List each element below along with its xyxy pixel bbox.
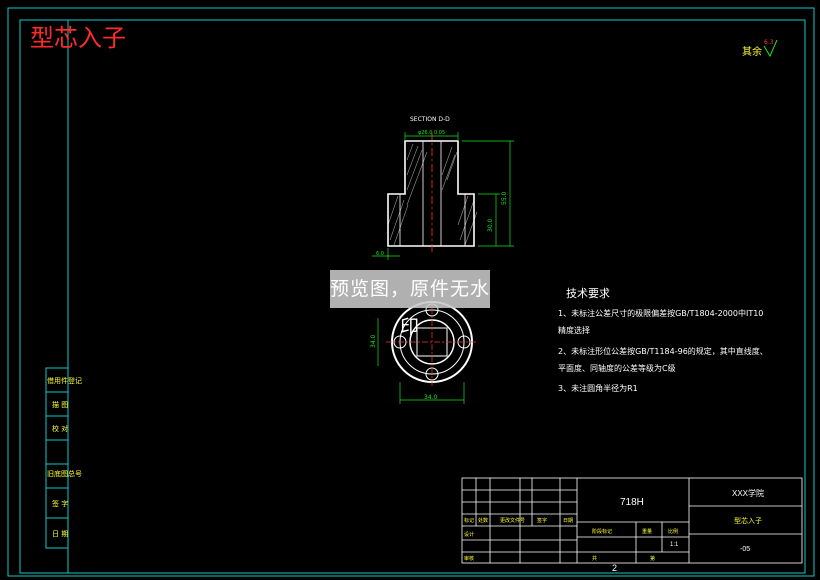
section-view — [387, 132, 478, 254]
tech-notes-heading: 技术要求 — [566, 287, 610, 300]
scale-value: 1:1 — [670, 542, 679, 548]
tb-label: 比例 — [668, 528, 678, 535]
sidebar-label: 旧底图总号 — [47, 469, 82, 478]
dim-overall-height: 55.0 — [501, 191, 508, 205]
tb-label: 日期 — [563, 518, 573, 524]
tb-label: 共 — [592, 555, 597, 562]
dim-plan-side: 34.0 — [370, 334, 377, 348]
dim-lower-height: 30.0 — [487, 218, 494, 232]
roughness-value: 6.3 — [764, 39, 774, 46]
roughness-symbol — [763, 39, 778, 58]
tech-note-line: 3、未注圆角半径为R1 — [558, 383, 638, 393]
tech-note-line: 精度选择 — [558, 325, 590, 335]
preview-watermark: 预览图，原件无水印 — [330, 270, 490, 338]
tb-label: 第 — [650, 555, 655, 562]
tb-label: 更改文件号 — [500, 517, 525, 524]
title-block-labels: 标记 处数 更改文件号 签字 日期 设计 审核 阶段标记 重量 比例 共 第 — [464, 517, 678, 562]
tech-note-line: 1、未标注公差尺寸的极限偏差按GB/T1804-2000中IT10 — [558, 308, 763, 318]
surface-note: 其余 — [742, 45, 762, 58]
inner-frame — [19, 19, 806, 574]
sidebar-label: 描 图 — [52, 400, 68, 409]
plan-dimensions — [377, 318, 465, 404]
sidebar-label: 借用件登记 — [47, 376, 82, 385]
left-sidebar-labels: 借用件登记 描 图 校 对 旧底图总号 签 字 日 期 — [47, 376, 82, 538]
sidebar-label: 签 字 — [52, 499, 68, 508]
section-label: SECTION D-D — [410, 116, 450, 123]
outer-frame — [7, 7, 815, 577]
tb-label: 标记 — [464, 517, 474, 524]
tech-note-line: 平面度、同轴度的公差等级为C级 — [558, 363, 676, 373]
tb-label: 签字 — [537, 517, 547, 524]
sheet-number: 2 — [612, 563, 617, 573]
company-name: XXX学院 — [732, 488, 764, 498]
drawing-number: -05 — [740, 546, 750, 553]
section-dimensions — [372, 132, 514, 260]
tb-label: 重量 — [642, 528, 652, 535]
tb-label: 阶段标记 — [592, 528, 612, 535]
tb-label: 审核 — [464, 555, 474, 562]
title-block — [461, 477, 803, 564]
sidebar-label: 校 对 — [52, 424, 68, 433]
part-name: 型芯入子 — [734, 516, 762, 525]
tech-note-line: 2、未标注形位公差按GB/T1184-96的规定，其中直线度、 — [558, 346, 768, 356]
tech-notes: 1、未标注公差尺寸的极限偏差按GB/T1804-2000中IT10 精度选择 2… — [558, 308, 768, 393]
dim-top-diameter: φ26.0 0.05 — [418, 130, 445, 136]
tb-label: 设计 — [464, 531, 474, 538]
left-sidebar — [45, 367, 69, 549]
dim-flange: 6.0 — [376, 251, 384, 257]
drawing-title: 型芯入子 — [30, 24, 126, 52]
tb-label: 处数 — [478, 517, 488, 524]
dim-plan-diameter: 34.0 — [424, 394, 438, 401]
sidebar-label: 日 期 — [52, 530, 68, 538]
material-name: 718H — [620, 497, 644, 508]
